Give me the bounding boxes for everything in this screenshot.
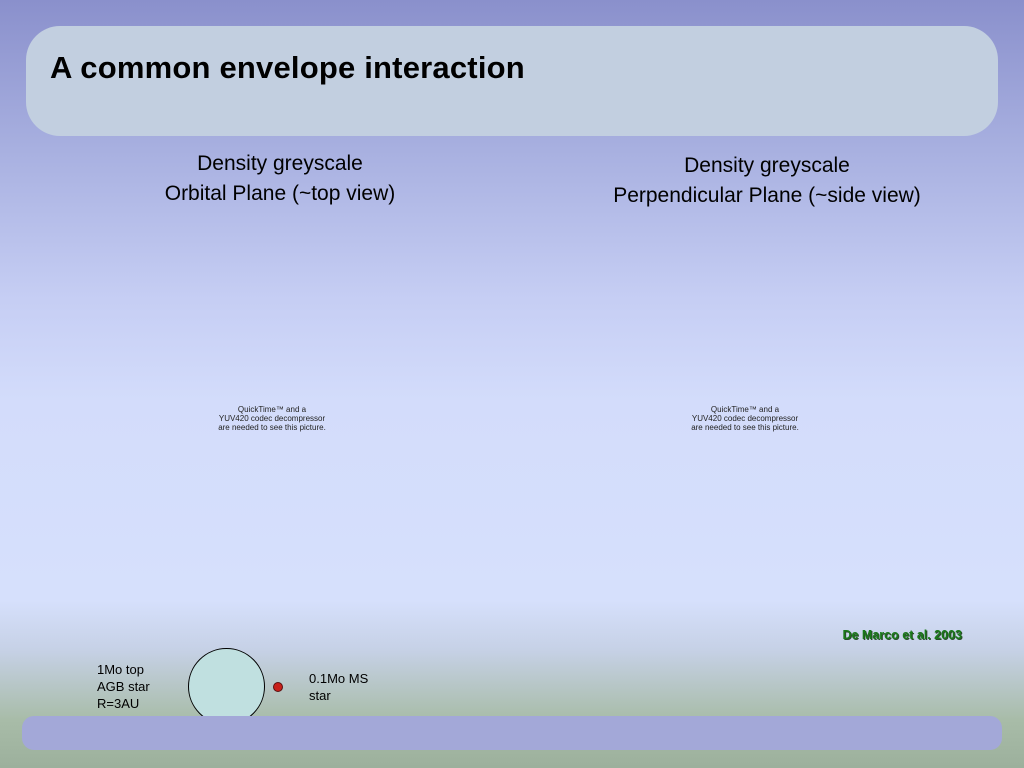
movie-placeholder-left[interactable]: QuickTime™ and a YUV420 codec decompress… [172, 405, 372, 432]
caption-right-line2: Perpendicular Plane (~side view) [613, 184, 921, 207]
ms-star-label: 0.1Mo MS star [309, 670, 368, 704]
agb-label-line3: R=3AU [97, 696, 140, 711]
movie-placeholder-right[interactable]: QuickTime™ and a YUV420 codec decompress… [645, 405, 845, 432]
footer-bar [22, 716, 1002, 750]
placeholder-line1: QuickTime™ and a [710, 405, 780, 414]
caption-left-line2: Orbital Plane (~top view) [164, 182, 396, 205]
slide-title: A common envelope interaction [50, 50, 525, 85]
ms-label-line2: star [309, 688, 331, 703]
ms-label-line1: 0.1Mo MS [309, 671, 369, 686]
caption-right-line1: Density greyscale [684, 154, 850, 177]
title-bar: A common envelope interaction [26, 26, 998, 136]
placeholder-line3: are needed to see this picture. [218, 423, 326, 432]
placeholder-line3: are needed to see this picture. [691, 423, 799, 432]
placeholder-line2: YUV420 codec decompressor [691, 414, 799, 423]
caption-left-line1: Density greyscale [197, 152, 363, 175]
agb-star-label: 1Mo top AGB star R=3AU [97, 661, 150, 712]
placeholder-line2: YUV420 codec decompressor [218, 414, 326, 423]
agb-label-line1: 1Mo top [97, 662, 144, 677]
placeholder-line1: QuickTime™ and a [237, 405, 307, 414]
caption-perpendicular-plane: Density greyscale Perpendicular Plane (~… [562, 151, 972, 211]
agb-star-circle [188, 648, 265, 725]
agb-label-line2: AGB star [97, 679, 150, 694]
caption-orbital-plane: Density greyscale Orbital Plane (~top vi… [80, 149, 480, 209]
citation: De Marco et al. 2003 [842, 628, 962, 642]
ms-star-dot [273, 682, 283, 692]
